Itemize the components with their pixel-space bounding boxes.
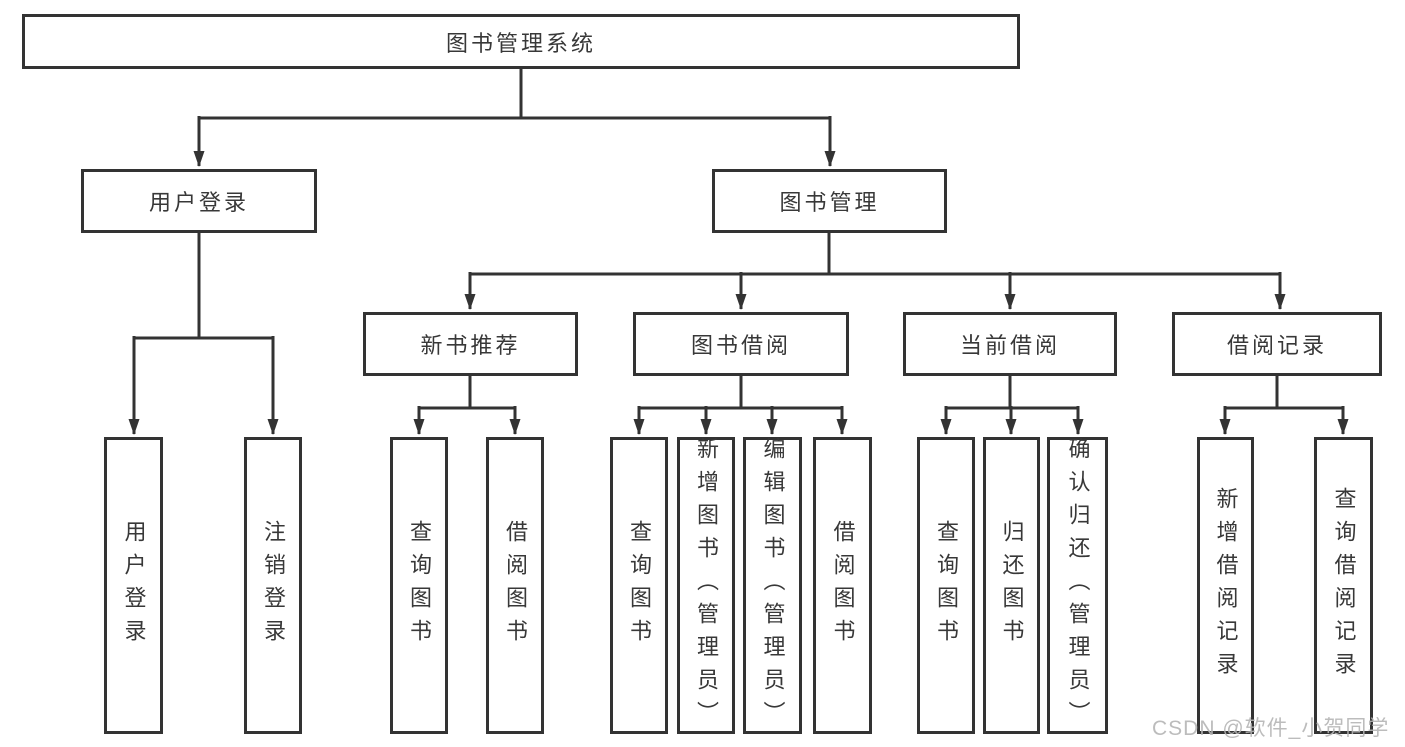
leaf-add-books-admin: 新增图书（管理员） (677, 437, 735, 734)
edge-bb-split (639, 376, 842, 410)
leaf-query-books-current: 查询图书 (917, 437, 975, 734)
leaf-edit-books-admin: 编辑图书（管理员） (743, 437, 802, 734)
edge-bookmgmt-split (470, 233, 1280, 276)
leaf-query-books-borrowing: 查询图书 (610, 437, 668, 734)
edge-nbr-split (419, 376, 515, 410)
edge-root-split (199, 69, 830, 120)
edge-cb-split (946, 376, 1078, 410)
csdn-watermark: CSDN @软件_小贺同学 (1152, 717, 1390, 740)
node-book-management: 图书管理 (712, 169, 947, 233)
node-user-login: 用户登录 (81, 169, 317, 233)
node-current-borrowing: 当前借阅 (903, 312, 1117, 376)
node-borrowing-records: 借阅记录 (1172, 312, 1382, 376)
leaf-borrow-books-recommend: 借阅图书 (486, 437, 544, 734)
leaf-add-borrow-record: 新增借阅记录 (1197, 437, 1254, 734)
node-new-book-recommend: 新书推荐 (363, 312, 578, 376)
leaf-borrow-books-borrowing: 借阅图书 (813, 437, 872, 734)
edge-userlogin-split (134, 233, 273, 340)
leaf-logout: 注销登录 (244, 437, 302, 734)
edge-br-split (1225, 376, 1343, 410)
leaf-query-books-recommend: 查询图书 (390, 437, 448, 734)
leaf-user-login: 用户登录 (104, 437, 163, 734)
leaf-confirm-return-admin: 确认归还（管理员） (1047, 437, 1108, 734)
leaf-return-books: 归还图书 (983, 437, 1040, 734)
node-system-root: 图书管理系统 (22, 14, 1020, 69)
node-book-borrowing: 图书借阅 (633, 312, 849, 376)
leaf-query-borrow-record: 查询借阅记录 (1314, 437, 1373, 734)
